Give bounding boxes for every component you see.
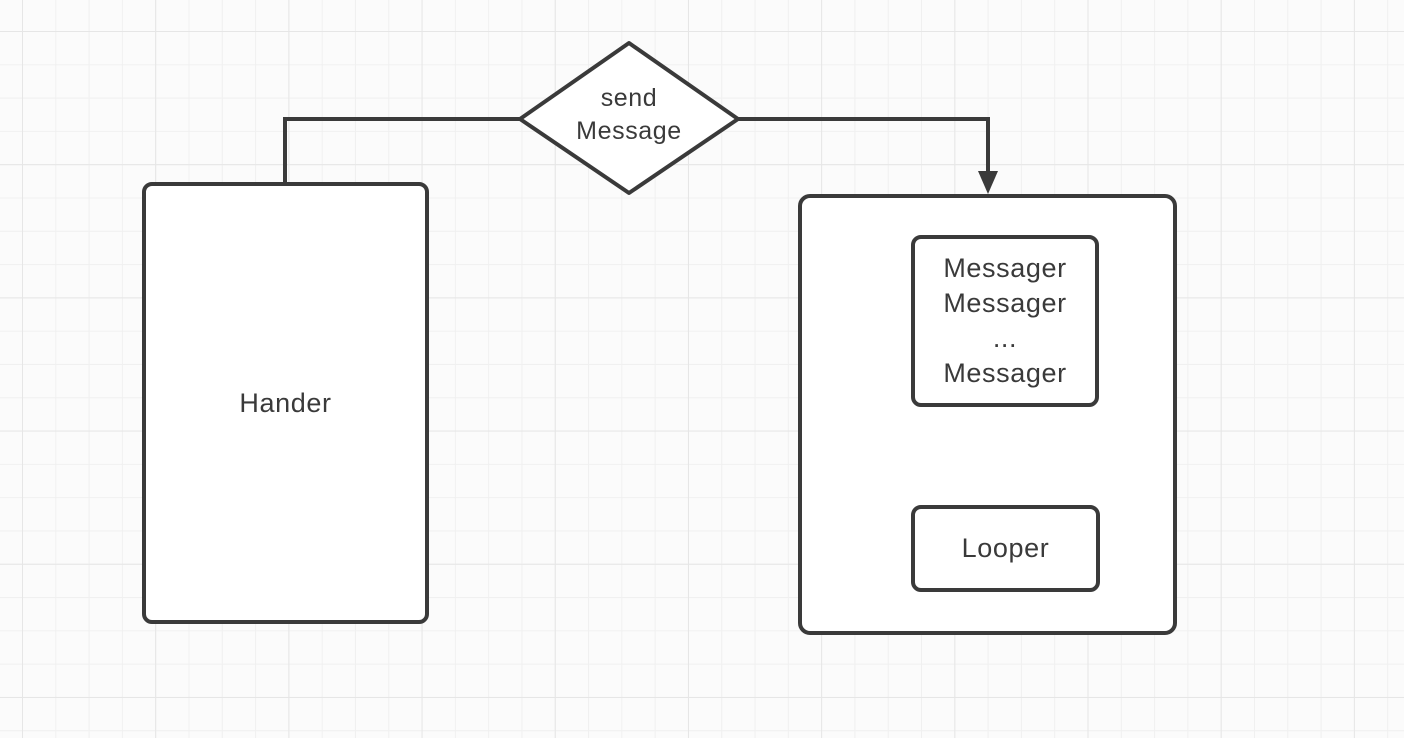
send-message-label: send Message (520, 82, 738, 148)
hander-label: Hander (239, 387, 332, 418)
hander-node[interactable]: Hander (142, 182, 429, 624)
connector-sendmessage-to-container[interactable] (736, 117, 990, 174)
send-message-label-line1: send (600, 84, 658, 112)
messager-node[interactable]: Messager Messager ... Messager (911, 235, 1099, 407)
looper-node[interactable]: Looper (911, 505, 1100, 592)
looper-label: Looper (961, 533, 1050, 563)
messager-label-line4: Messager (943, 358, 1067, 388)
send-message-label-line2: Message (576, 117, 682, 145)
messager-label-ellipsis: ... (992, 323, 1018, 353)
messager-label-line2: Messager (943, 288, 1067, 318)
messager-label-line1: Messager (943, 253, 1067, 283)
send-message-diamond[interactable] (518, 41, 740, 195)
arrowhead-into-container (978, 171, 998, 194)
messager-label: Messager Messager ... Messager (943, 251, 1066, 391)
connector-hander-to-sendmessage[interactable] (283, 117, 522, 182)
